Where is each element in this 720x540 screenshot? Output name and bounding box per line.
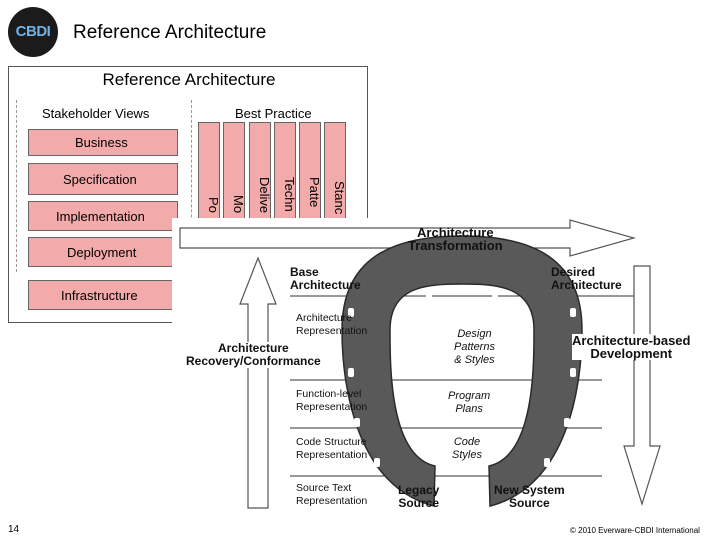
layer-business: Business xyxy=(28,129,178,156)
architecture-based-development-label: Architecture-based Development xyxy=(572,333,691,361)
architecture-representation-line1: Architecture xyxy=(296,312,353,324)
source-text-line2: Representation xyxy=(296,495,368,507)
legacy-source-label: Legacy Source xyxy=(398,484,439,510)
best-practice-bracket xyxy=(191,100,192,272)
layer-implementation-label: Implementation xyxy=(56,209,145,224)
new-system-source-line2: Source xyxy=(509,496,550,510)
architecture-representation-label: Architecture Representation xyxy=(296,312,367,338)
nail-hole xyxy=(348,368,354,377)
legacy-source-line1: Legacy xyxy=(398,483,440,497)
architecture-transformation-line2: Transformation xyxy=(408,238,503,253)
code-structure-line1: Code Structure xyxy=(296,436,367,448)
program-plans-line1: Program xyxy=(448,390,491,402)
best-practice-delivery: Delive xyxy=(249,122,271,222)
program-plans-label: Program Plans xyxy=(448,390,490,416)
best-practice-technology-label: Techn xyxy=(282,177,296,212)
copyright-notice: © 2010 Everware-CBDI International xyxy=(570,526,700,535)
base-architecture-line2: Architecture xyxy=(290,278,361,292)
design-patterns-line3: & Styles xyxy=(454,354,495,366)
base-architecture-line1: Base xyxy=(290,265,319,279)
layer-specification: Specification xyxy=(28,163,178,195)
development-arrow xyxy=(623,265,661,507)
architecture-based-development-line1: Architecture-based xyxy=(572,333,691,348)
nail-hole xyxy=(570,368,576,377)
best-practice-standards-label: Stanc xyxy=(332,181,346,215)
function-level-line2: Representation xyxy=(296,401,368,413)
best-practice-models-label: Mo xyxy=(231,195,245,214)
nail-hole xyxy=(374,458,380,467)
logo-text: CBDI xyxy=(15,23,51,40)
horseshoe-diagram: Architecture Transformation Base Archite… xyxy=(172,218,720,540)
nail-hole xyxy=(544,458,550,467)
architecture-recovery-line1: Architecture xyxy=(218,341,289,355)
design-patterns-label: Design Patterns & Styles xyxy=(454,328,495,367)
new-system-source-label: New System Source xyxy=(494,484,565,510)
nail-hole xyxy=(348,308,354,317)
best-practice-policies-label: Po xyxy=(206,197,220,213)
code-structure-line2: Representation xyxy=(296,449,368,461)
design-patterns-line2: Patterns xyxy=(454,341,495,353)
source-text-label: Source Text Representation xyxy=(296,482,367,508)
program-plans-line2: Plans xyxy=(455,403,483,415)
best-practice-models: Mo xyxy=(223,122,245,222)
architecture-recovery-line2: Recovery/Conformance xyxy=(186,354,321,368)
design-patterns-line1: Design xyxy=(457,328,492,340)
cbdi-logo xyxy=(8,7,58,57)
best-practice-label: Best Practice xyxy=(235,106,312,121)
base-architecture-label: Base Architecture xyxy=(290,266,361,292)
stakeholder-views-label: Stakeholder Views xyxy=(42,106,150,121)
desired-architecture-line2: Architecture xyxy=(551,278,622,292)
best-practice-patterns: Patte xyxy=(299,122,321,222)
code-styles-line2: Styles xyxy=(452,449,482,461)
code-structure-label: Code Structure Representation xyxy=(296,436,367,462)
horseshoe-shape xyxy=(341,235,583,507)
layer-implementation: Implementation xyxy=(28,201,178,231)
function-level-label: Function-level Representation xyxy=(296,388,367,414)
stakeholder-views-bracket xyxy=(16,100,17,272)
layer-deployment-label: Deployment xyxy=(67,245,137,260)
recovery-arrow xyxy=(239,256,277,509)
architecture-recovery-label: Architecture Recovery/Conformance xyxy=(186,342,321,368)
slide-title: Reference Architecture xyxy=(73,22,267,43)
best-practice-technology: Techn xyxy=(274,122,296,222)
architecture-transformation-line1: Architecture xyxy=(417,225,494,240)
desired-architecture-label: Desired Architecture xyxy=(551,266,622,292)
horseshoe-diagram-graphics xyxy=(179,219,661,509)
layer-infrastructure-label: Infrastructure xyxy=(61,288,138,303)
legacy-source-line2: Source xyxy=(398,496,440,510)
reference-architecture-title: Reference Architecture xyxy=(102,70,276,89)
function-level-line1: Function-level xyxy=(296,388,362,400)
nail-hole xyxy=(570,308,576,317)
architecture-transformation-label: Architecture Transformation xyxy=(408,226,503,252)
page-number: 14 xyxy=(8,524,20,535)
layer-specification-label: Specification xyxy=(63,172,137,187)
architecture-representation-line2: Representation xyxy=(296,325,368,337)
new-system-source-line1: New System xyxy=(494,483,565,497)
nail-hole xyxy=(426,292,432,301)
architecture-based-development-line2: Development xyxy=(590,346,673,361)
code-styles-label: Code Styles xyxy=(452,436,482,462)
source-text-line1: Source Text xyxy=(296,482,352,494)
code-styles-line1: Code xyxy=(453,436,481,448)
nail-hole xyxy=(492,292,498,301)
nail-hole xyxy=(354,418,360,427)
desired-architecture-line1: Desired xyxy=(551,265,596,279)
best-practice-standards: Stanc xyxy=(324,122,346,222)
best-practice-delivery-label: Delive xyxy=(257,177,271,214)
layer-business-label: Business xyxy=(75,135,128,150)
best-practice-policies: Po xyxy=(198,122,220,222)
nail-hole xyxy=(564,418,570,427)
best-practice-patterns-label: Patte xyxy=(307,177,321,208)
layer-deployment: Deployment xyxy=(28,237,178,267)
